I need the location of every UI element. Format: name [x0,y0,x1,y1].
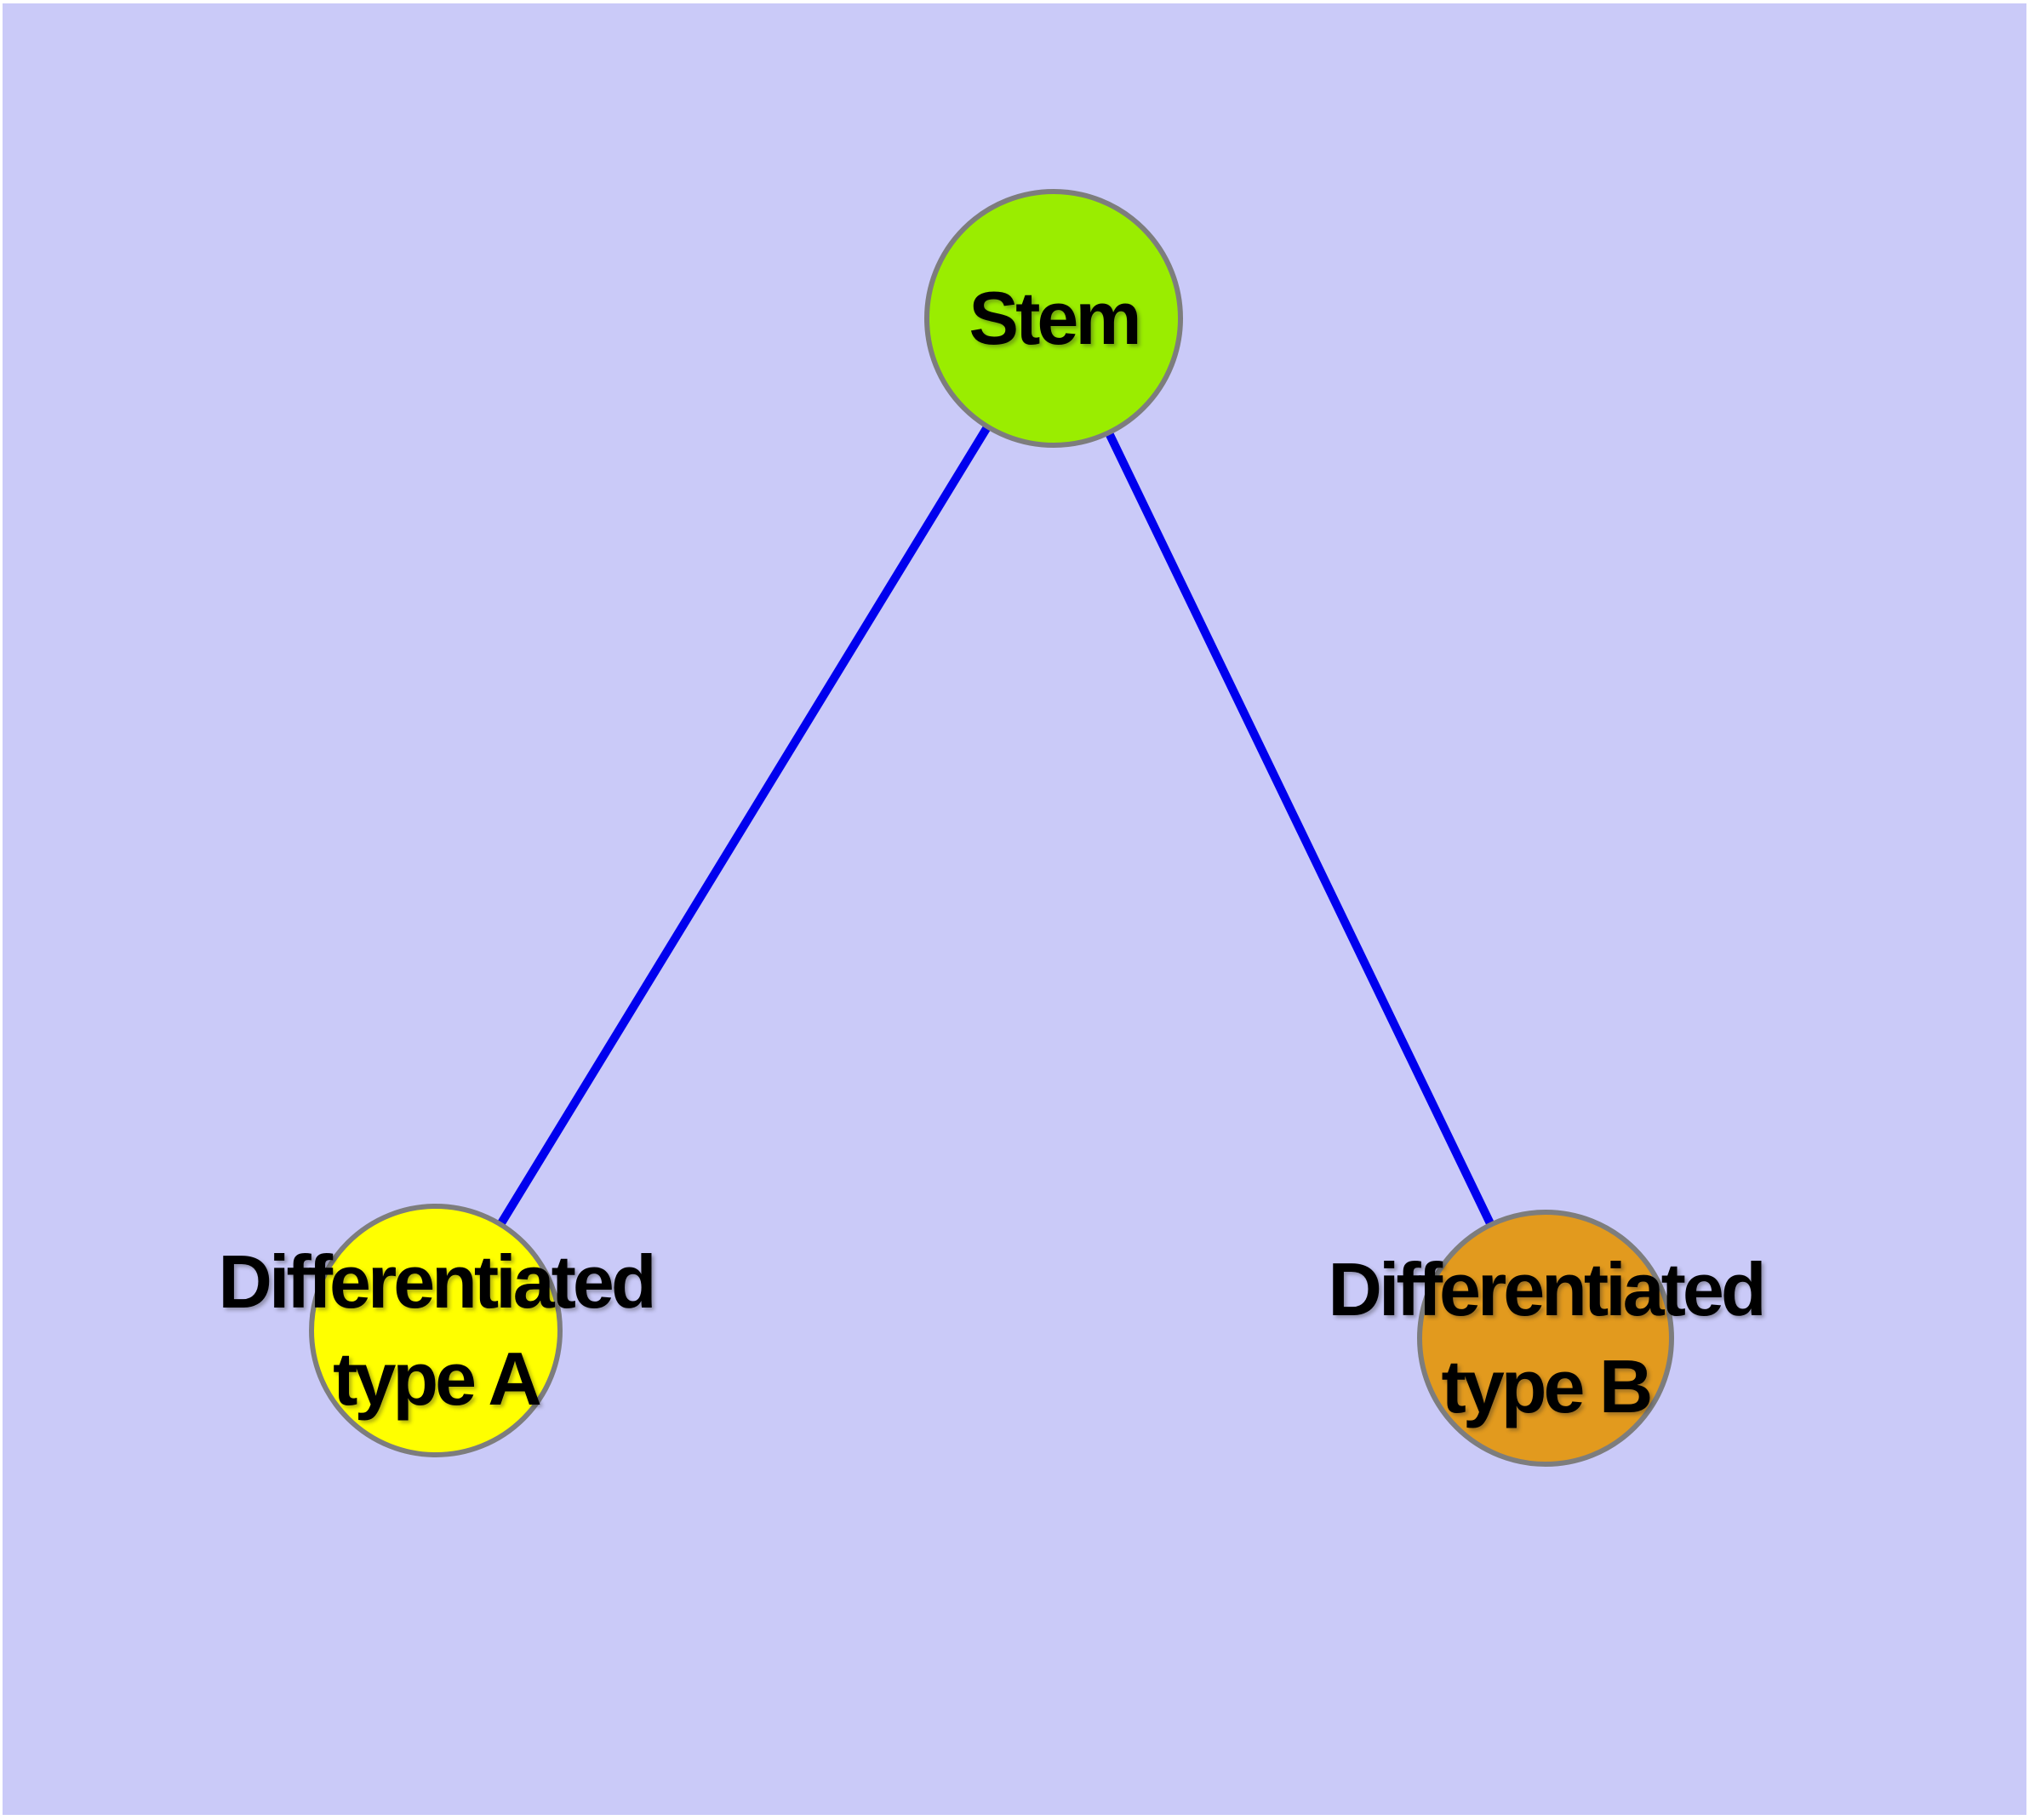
node-stem[interactable]: Stem [924,189,1183,448]
node-differentiated-type-b-label-line: type B [1441,1344,1654,1428]
node-differentiated-type-a-label-line: Differentiated [218,1239,656,1324]
node-differentiated-type-a-label: Differentiated type A [218,1233,656,1428]
node-stem-label-line: Stem [969,276,1141,360]
node-stem-label: Stem [969,270,1141,367]
edge-stem-to-type-b[interactable] [1049,316,1550,1341]
node-differentiated-type-b-label-line: Differentiated [1328,1247,1766,1331]
node-differentiated-type-b[interactable]: Differentiated type B [1328,1210,1767,1467]
node-differentiated-type-b-label: Differentiated type B [1328,1241,1766,1435]
edge-stem-to-type-a[interactable] [432,316,1058,1333]
node-differentiated-type-a[interactable]: Differentiated type A [218,1204,657,1457]
node-differentiated-type-a-label-line: type A [333,1336,542,1421]
